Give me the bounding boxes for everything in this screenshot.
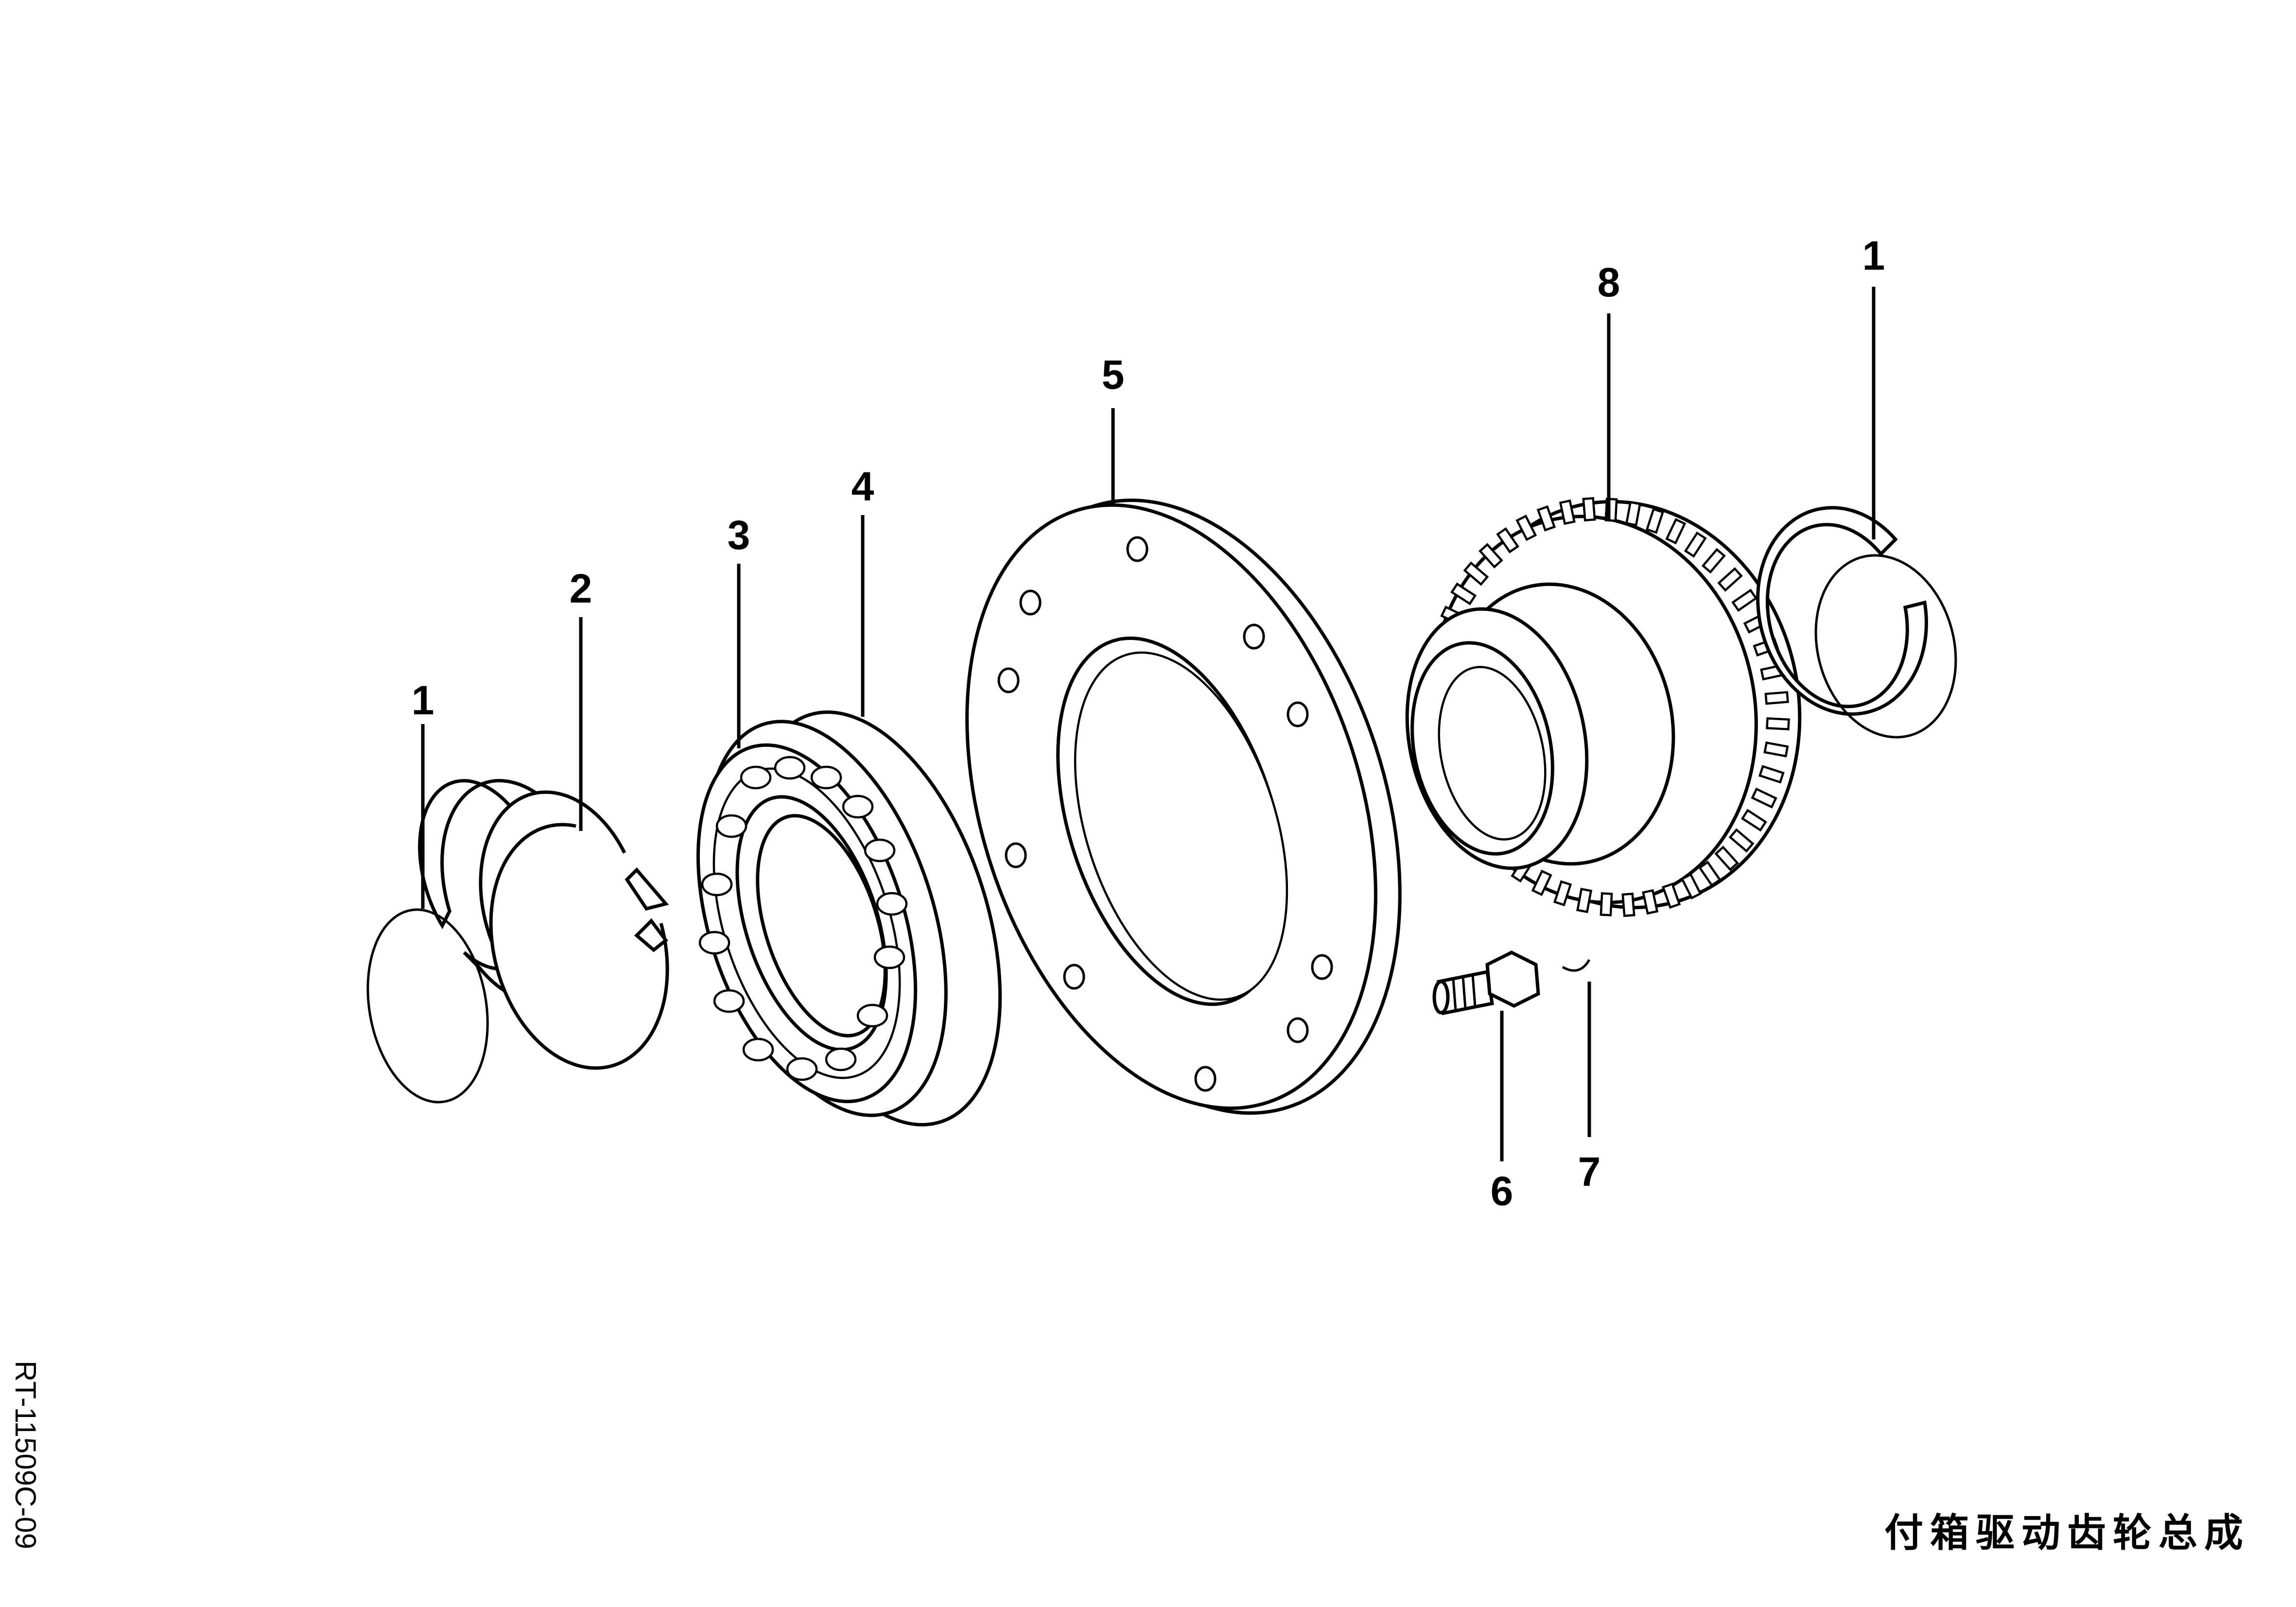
callout-1-left: 1 <box>412 677 435 723</box>
gear-tooth <box>1576 887 1593 914</box>
gear-tooth <box>1625 501 1641 527</box>
roller-bearing <box>696 710 1002 1126</box>
callout-3: 3 <box>728 512 750 558</box>
gear-tooth <box>1740 809 1767 832</box>
gear-tooth <box>1731 588 1758 612</box>
bolt <box>1432 950 1540 1016</box>
gear-tooth <box>1642 889 1659 915</box>
drive-gear <box>1405 497 1802 917</box>
gear-tooth <box>1582 497 1596 522</box>
gear-tooth <box>1645 507 1665 534</box>
gear-tooth <box>1665 518 1687 545</box>
callout-5: 5 <box>1102 352 1125 397</box>
diagram-caption: 付箱驱动齿轮总成 <box>1884 1510 2250 1555</box>
gear-tooth <box>1553 880 1572 907</box>
gear-tooth <box>1536 505 1556 532</box>
gear-tooth <box>1450 582 1477 605</box>
gear-tooth <box>1766 717 1790 731</box>
gear-tooth <box>1478 543 1503 569</box>
gear-tooth <box>1751 787 1777 809</box>
bearing-rollers <box>698 756 908 1081</box>
document-code: RT-11509C-09 <box>9 1361 42 1550</box>
gear-tooth <box>1728 828 1755 853</box>
gear-tooth <box>1717 567 1743 592</box>
gear-tooth <box>1463 561 1489 586</box>
gear-tooth <box>1531 869 1552 896</box>
gear-tooth <box>1559 499 1576 525</box>
gear-tooth <box>1600 892 1613 916</box>
gear-tooth <box>1496 527 1519 553</box>
callout-1-right: 1 <box>1862 233 1885 278</box>
callout-6: 6 <box>1491 1168 1513 1214</box>
gear-tooth <box>1701 548 1726 574</box>
gear-tooth <box>1764 691 1789 705</box>
callout-7: 7 <box>1578 1149 1601 1194</box>
callout-2: 2 <box>570 566 592 611</box>
gear-tooth <box>1714 846 1739 871</box>
leader-lines <box>421 287 1876 1161</box>
snap-ring-right <box>1756 506 1957 739</box>
flange-plate <box>965 499 1402 1115</box>
callout-numbers: 1 2 3 4 5 6 7 8 1 <box>412 233 1885 1214</box>
flange-bolt-holes <box>997 536 1333 1092</box>
callout-4: 4 <box>852 464 874 509</box>
gear-tooth <box>1661 882 1681 909</box>
gear-tooth <box>1758 765 1785 784</box>
gear-tooth <box>1621 892 1635 917</box>
item-7-mark <box>1562 959 1591 972</box>
gear-tooth <box>1684 531 1707 558</box>
gear-tooth <box>1515 515 1537 541</box>
callout-8: 8 <box>1598 259 1620 305</box>
gear-tooth <box>1698 861 1722 887</box>
gear-tooth <box>1680 873 1702 899</box>
gear-tooth <box>1763 741 1789 758</box>
retaining-ring <box>479 790 669 1070</box>
